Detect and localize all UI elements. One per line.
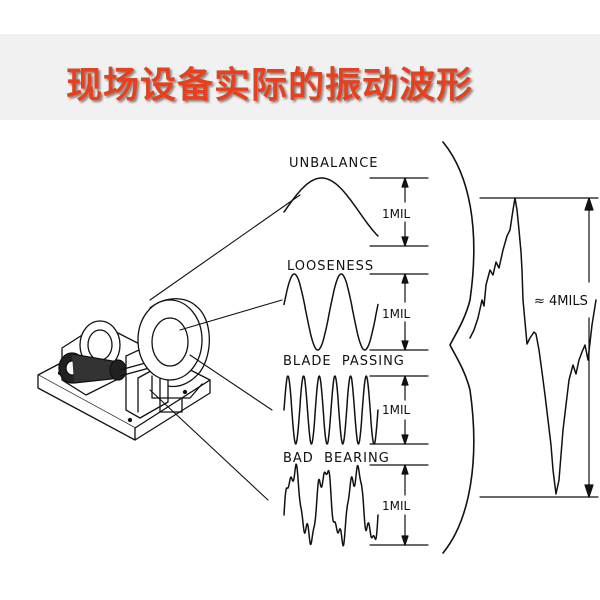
scale-bad-bearing: 1MIL bbox=[382, 499, 411, 513]
scale-bar-blade-passing bbox=[369, 375, 429, 445]
slide-title: 现场设备实际的振动波形 bbox=[66, 65, 474, 106]
scale-unbalance: 1MIL bbox=[382, 207, 411, 221]
scale-bar-unbalance bbox=[369, 177, 429, 247]
waveforms bbox=[283, 177, 379, 547]
pointer-lines bbox=[149, 194, 301, 501]
scale-looseness: 1MIL bbox=[382, 307, 411, 321]
title-band bbox=[0, 34, 600, 120]
label-blade-passing: BLADE PASSING bbox=[283, 354, 405, 369]
waveform-looseness bbox=[283, 273, 379, 351]
waveform-blade-passing bbox=[283, 375, 379, 445]
label-looseness: LOOSENESS bbox=[287, 259, 374, 274]
machine-illustration bbox=[37, 298, 211, 441]
scale-bar-looseness bbox=[369, 273, 429, 351]
waveform-bad-bearing bbox=[283, 463, 379, 547]
composite-scale-bar bbox=[479, 197, 599, 498]
composite-scale-label: ≈ 4MILS bbox=[534, 294, 588, 309]
scale-bar-bad-bearing bbox=[369, 464, 429, 546]
composite-brace bbox=[442, 141, 475, 554]
scale-blade-passing: 1MIL bbox=[382, 403, 411, 417]
label-bad-bearing: BAD BEARING bbox=[283, 451, 390, 466]
composite-waveform bbox=[469, 197, 597, 495]
waveform-unbalance bbox=[283, 177, 379, 237]
label-unbalance: UNBALANCE bbox=[289, 156, 379, 171]
top-strip bbox=[0, 0, 600, 34]
scale-bars bbox=[369, 177, 429, 546]
